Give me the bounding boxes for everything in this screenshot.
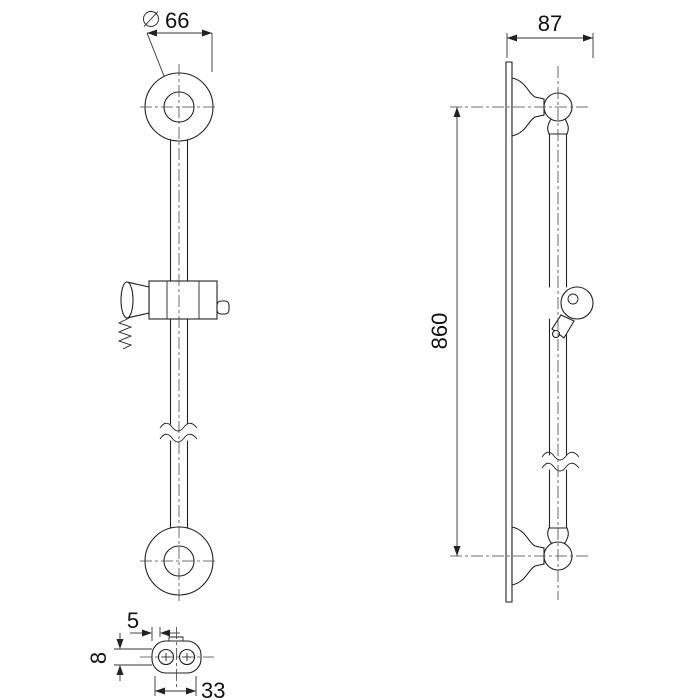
side-view <box>505 61 594 603</box>
holder-side <box>551 286 594 339</box>
handset-cup-opening <box>120 281 134 319</box>
dimension-bracket-width: 33 <box>154 676 225 700</box>
dimension-value: 8 <box>86 652 111 664</box>
arrowhead <box>186 687 196 695</box>
dimension-value: 860 <box>427 313 452 350</box>
arrowhead <box>116 665 124 675</box>
dimension-wall-distance: 87 <box>506 11 594 58</box>
arrowhead <box>453 107 461 117</box>
arrowhead <box>453 546 461 556</box>
dimension-value: 5 <box>127 608 139 633</box>
arrowhead <box>507 34 517 42</box>
dimension-bar-length: 860 <box>427 107 461 556</box>
dimension-value: 87 <box>538 11 562 36</box>
extension-line <box>146 32 165 77</box>
dimension-bracket-offset: 5 <box>127 608 180 641</box>
dimension-value: 33 <box>201 678 225 700</box>
holder-knob-detail <box>567 293 579 305</box>
arrowhead <box>583 34 593 42</box>
diameter-symbol <box>143 11 159 27</box>
break-line <box>159 433 198 443</box>
arrowhead <box>142 629 152 637</box>
diameter-symbol <box>143 11 159 27</box>
arrowhead <box>155 687 165 695</box>
holder-cone-tip <box>551 329 561 339</box>
front-view <box>117 72 230 596</box>
dimension-bracket-height: 8 <box>86 633 152 681</box>
break-line <box>541 462 580 472</box>
arrowhead <box>160 629 170 637</box>
locking-knob <box>216 300 230 315</box>
centerlines <box>140 64 588 687</box>
arrowhead <box>147 29 157 37</box>
holder-knob <box>560 286 594 320</box>
break-line <box>541 451 580 461</box>
clamp-spring <box>117 317 133 350</box>
dimension-value: 66 <box>165 8 189 33</box>
arrowhead <box>202 29 212 37</box>
slider-body <box>148 280 218 320</box>
break-line <box>159 422 198 432</box>
bracket-screw-hole <box>178 648 196 666</box>
dimension-flange-diameter: 66 <box>143 8 213 77</box>
slider-assembly <box>117 280 230 350</box>
bracket-notch <box>168 636 184 641</box>
arrowhead <box>116 639 124 649</box>
bracket-screw-hole <box>157 648 175 666</box>
